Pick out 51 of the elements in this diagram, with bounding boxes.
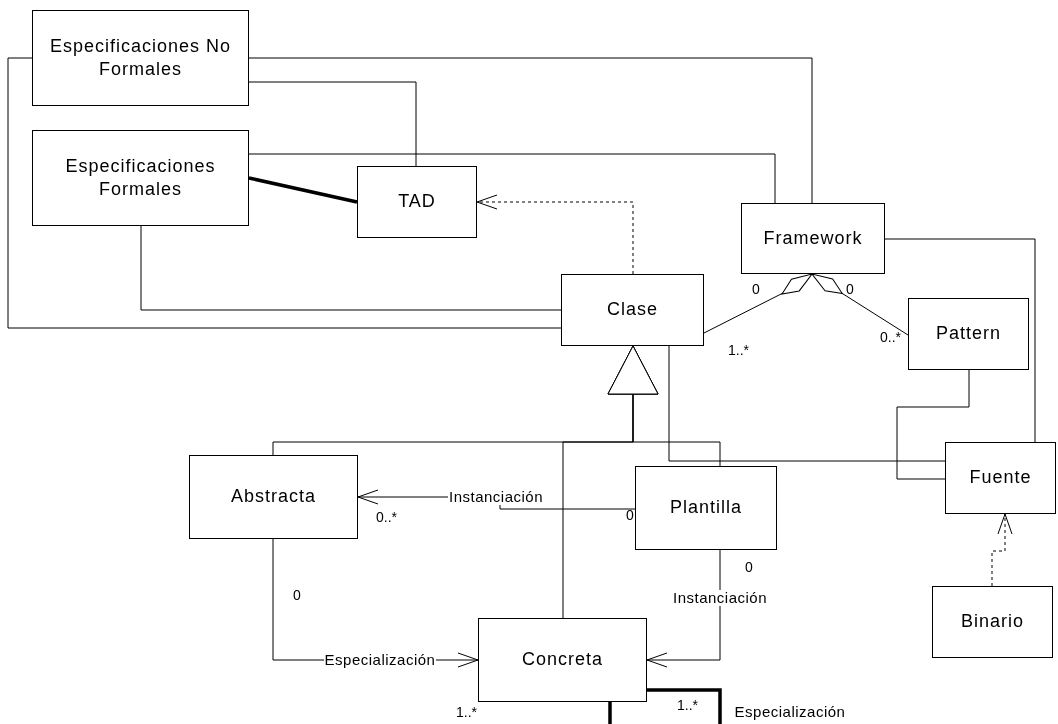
class-name: Especificaciones No Formales [48,34,233,81]
connector-line [248,81,417,167]
multiplicity-label: 0..* [376,510,397,524]
multiplicity-label: 0 [752,282,760,296]
edge-label: Especialización [733,703,847,721]
class-box [32,130,249,226]
multiplicity-label: 0 [293,588,301,602]
connector-line [140,225,562,311]
class-box [32,10,249,106]
connector-line [248,57,813,204]
aggregation-line [703,273,813,334]
class-name: Framework [763,226,863,250]
arrow [646,549,721,668]
connector-line [668,345,946,462]
edge-label: Instanciación [671,589,769,607]
multiplicity-label: 0 [626,508,634,522]
connector-line [248,153,776,204]
class-box [478,618,647,702]
connector-line [884,238,1036,443]
class-name: Fuente [969,466,1032,490]
class-name: Pattern [935,322,1001,346]
class-box [561,274,704,346]
multiplicity-label: 0..* [880,330,901,344]
class-name: Abstracta [230,485,316,509]
connector-line [608,688,722,724]
aggregation-line [811,273,909,336]
multiplicity-label: 1..* [677,698,698,712]
multiplicity-label: 1..* [456,705,477,719]
class-name: TAD [398,190,436,214]
class-box [908,298,1029,370]
edge-label: Especialización [323,651,437,669]
connector-line [248,176,358,204]
class-name: Concreta [521,648,603,672]
multiplicity-label: 1..* [728,343,749,357]
arrow [991,513,1013,587]
connector-line [896,369,970,480]
generalization-arrow [607,345,721,467]
multiplicity-label: 0 [846,282,854,296]
edge-label: Instanciación [447,488,545,506]
class-name: Clase [607,298,658,322]
connector-line [7,57,562,329]
class-box [932,586,1053,658]
class-box [635,466,777,550]
class-name: Binario [961,610,1024,634]
class-box [357,166,477,238]
class-box [945,442,1056,514]
class-box [741,203,885,274]
class-name: Plantilla [669,496,742,520]
class-box [189,455,358,539]
arrow [476,194,634,275]
class-name: Especificaciones Formales [64,154,217,201]
